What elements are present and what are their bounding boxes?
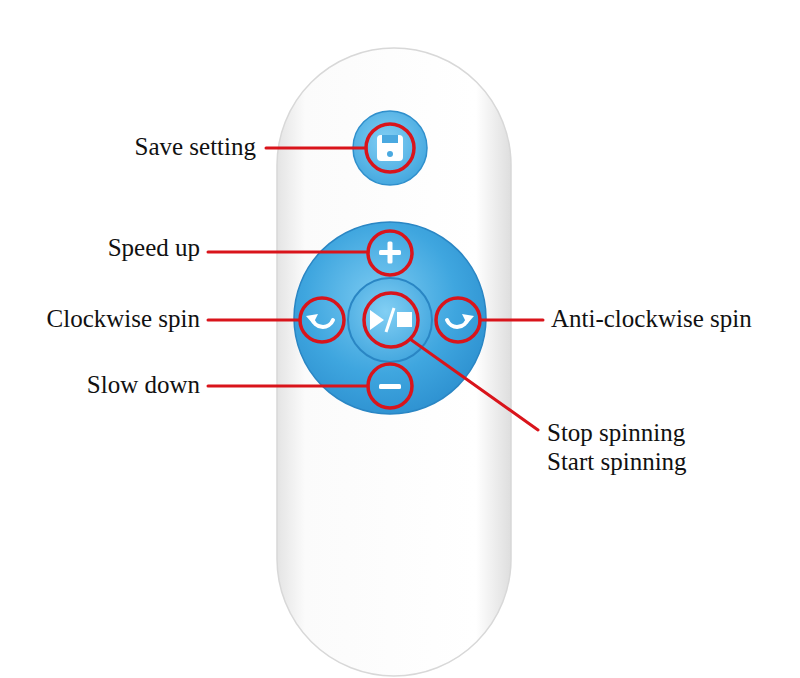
clockwise-arrowhead — [306, 314, 318, 324]
highlight-circle — [368, 231, 412, 275]
leader-line — [480, 319, 543, 322]
callout-label: Slow down — [87, 370, 200, 400]
highlight-circle — [300, 298, 344, 342]
remote-body — [277, 48, 511, 676]
anticlockwise-arrowhead — [462, 314, 474, 324]
callout-label: Save setting — [134, 132, 256, 162]
slash-icon — [386, 308, 394, 332]
leader-line — [208, 385, 368, 388]
leader-line — [208, 319, 300, 322]
save-icon-slot — [382, 135, 398, 143]
leader-line — [266, 147, 366, 150]
highlight-circle — [368, 364, 412, 408]
stop-icon — [397, 312, 412, 327]
leader-line — [208, 251, 368, 254]
play-icon — [370, 310, 384, 330]
highlight-circle — [366, 124, 414, 172]
play-button — [348, 278, 432, 362]
callout-label: Stop spinning — [547, 418, 685, 448]
callout-label: Anti-clockwise spin — [551, 304, 752, 334]
highlight-circle — [436, 298, 480, 342]
plus-icon — [388, 242, 393, 264]
save-icon-dot — [387, 151, 393, 157]
callout-label: Speed up — [108, 233, 200, 263]
callout-label: Clockwise spin — [47, 304, 200, 334]
callout-label: Start spinning — [547, 447, 687, 477]
minus-icon — [379, 384, 401, 389]
leader-line — [410, 339, 538, 430]
save-icon — [377, 135, 403, 161]
